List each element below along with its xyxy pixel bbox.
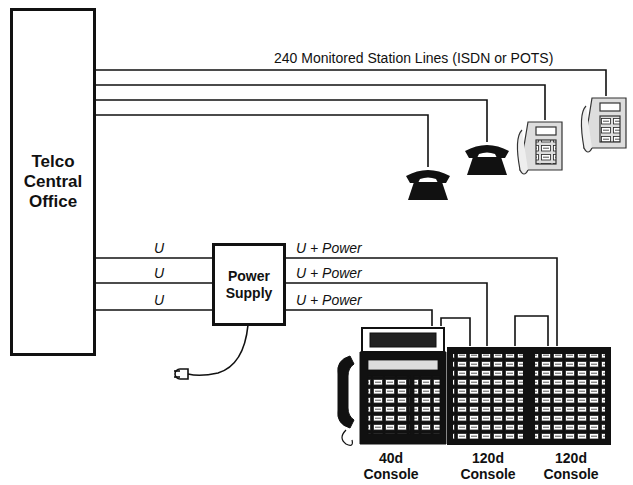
wire-connector — [96, 309, 212, 311]
power-supply-box: Power Supply — [212, 243, 286, 326]
wire-connector — [286, 258, 557, 346]
node-label: 120d Console — [535, 450, 607, 482]
console-node: 40d Console — [335, 326, 447, 484]
wire-connector — [441, 318, 470, 346]
console-node: 120d Console — [530, 346, 612, 484]
telephone-icon — [406, 145, 509, 200]
office-box: Telco Central Office — [10, 8, 96, 356]
signal-label: U — [152, 265, 166, 281]
node-label: Telco Central Office — [17, 152, 89, 212]
wire-connector — [515, 316, 548, 346]
power-cord — [174, 325, 248, 379]
wire-connector — [286, 310, 432, 326]
signal-label: U — [152, 240, 166, 256]
node-label: 120d Console — [452, 450, 524, 482]
wire-connector — [96, 257, 212, 259]
signal-label: U + Power — [294, 292, 364, 308]
console-node: 120d Console — [447, 346, 529, 484]
signal-label: U — [152, 292, 166, 308]
console-120d — [448, 348, 610, 444]
wire-connector — [286, 283, 487, 346]
wire-connector — [96, 282, 212, 284]
node-label: Power Supply — [218, 268, 280, 302]
console-40d — [338, 328, 446, 445]
node-label: 40d Console — [355, 450, 427, 482]
signal-label: U + Power — [294, 240, 364, 256]
desk-phone-icon — [517, 98, 626, 174]
signal-label: U + Power — [294, 265, 364, 281]
line-caption: 240 Monitored Station Lines (ISDN or POT… — [272, 50, 555, 66]
